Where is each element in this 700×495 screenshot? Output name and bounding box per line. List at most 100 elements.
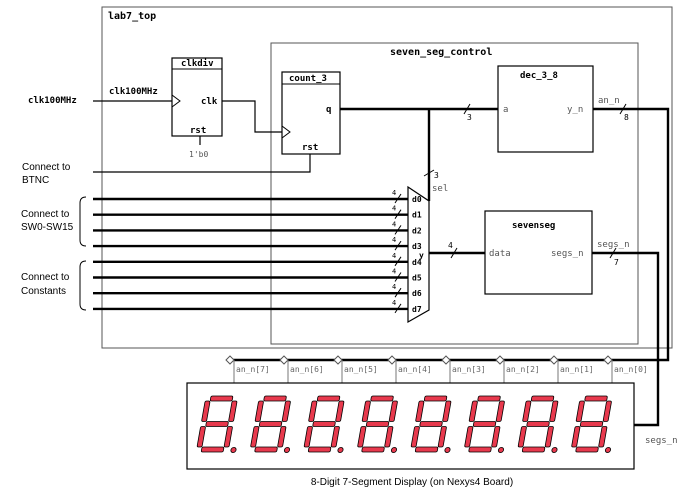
display-digit — [250, 395, 291, 454]
segment — [530, 395, 555, 402]
segment — [308, 400, 318, 422]
segment — [415, 400, 425, 422]
anode-tap-diamond — [225, 355, 235, 365]
decimal-point — [497, 447, 505, 454]
clk-wire — [222, 100, 282, 133]
segment — [277, 426, 287, 448]
segment — [205, 421, 229, 427]
clkdiv-clock-triangle — [171, 94, 181, 108]
segment — [196, 426, 206, 448]
anode-label: an_n[1] — [560, 365, 594, 374]
btnc-wire — [93, 154, 311, 173]
switch-bracket — [79, 196, 87, 247]
segment — [522, 400, 532, 422]
segment — [579, 421, 604, 427]
segment — [526, 421, 550, 427]
segment — [209, 395, 234, 402]
mux-input-slash-d5 — [394, 272, 402, 282]
anode-label: an_n[6] — [290, 365, 324, 374]
segment — [477, 395, 501, 402]
constants-bracket — [79, 260, 87, 311]
segment — [254, 446, 278, 453]
anode-tap-diamond — [549, 355, 559, 365]
display-digit — [410, 395, 452, 454]
segs-n-width: 7 — [614, 258, 619, 267]
mux-input-slash-d2 — [394, 225, 402, 235]
segment — [365, 421, 390, 427]
constants-label-line1: Connect to — [21, 272, 70, 283]
anode-taps: an_n[7]an_n[6]an_n[5]an_n[4]an_n[3]an_n[… — [225, 355, 648, 383]
segment — [361, 446, 385, 453]
dec38-block — [497, 65, 594, 153]
count-bus-slash — [463, 103, 471, 115]
display-digit — [303, 395, 345, 454]
mux-input-label-d7: d7 — [412, 305, 422, 314]
anode-tap-diamond — [387, 355, 397, 365]
count3-rst-port: rst — [302, 143, 318, 153]
decimal-point — [390, 447, 398, 454]
mux-input-width-d2: 4 — [392, 220, 396, 228]
display-digit — [571, 395, 612, 454]
mux-input-slash-d4 — [394, 256, 402, 267]
sevenseg-block — [484, 210, 593, 295]
anode-label: an_n[0] — [614, 365, 648, 374]
clkdiv-block — [171, 57, 223, 137]
segment — [307, 446, 332, 453]
segs-n-label: segs_n — [597, 240, 630, 250]
seven-seg-control-label: seven_seg_control — [390, 47, 492, 58]
btnc-label-line1: Connect to — [22, 162, 71, 173]
anode-tap-diamond — [441, 355, 451, 365]
mux-input-width-d3: 4 — [392, 236, 396, 244]
display-digit — [464, 395, 505, 454]
clk100mhz-input-label: clk100MHz — [28, 96, 77, 106]
decimal-point — [283, 447, 291, 454]
segment — [201, 400, 211, 422]
anode-label: an_n[2] — [506, 365, 540, 374]
mux-input-label-d3: d3 — [412, 242, 422, 251]
mux-input-slash-d1 — [394, 209, 402, 219]
segment — [468, 446, 492, 453]
seven-seg-display — [186, 382, 635, 470]
segment — [335, 400, 345, 422]
segment — [521, 446, 546, 453]
constants-label-line2: Constants — [21, 286, 66, 297]
segment — [414, 446, 439, 453]
anode-label: an_n[5] — [344, 365, 378, 374]
anode-label: an_n[4] — [398, 365, 432, 374]
mux-out-width: 4 — [448, 241, 453, 250]
decimal-point — [230, 447, 237, 454]
segment — [549, 400, 559, 422]
dec38-title: dec_3_8 — [520, 71, 558, 81]
switch-label-line1: Connect to — [21, 209, 70, 220]
segment — [602, 400, 612, 422]
sevenseg-data-port: data — [489, 249, 511, 259]
mux-input-label-d1: d1 — [412, 211, 422, 220]
mux-out-slash — [450, 247, 458, 259]
sel-bus-width: 3 — [434, 171, 439, 180]
segment — [254, 400, 264, 422]
mux-input-slash-d0 — [394, 193, 402, 204]
an-n-slash — [619, 103, 627, 115]
segment — [584, 395, 608, 402]
segment — [544, 426, 554, 448]
display-digit — [357, 395, 398, 454]
clkdiv-title: clkdiv — [181, 58, 214, 69]
lab7-top-label: lab7_top — [108, 11, 156, 22]
display-digits — [196, 395, 612, 454]
anode-tap-diamond — [495, 355, 505, 365]
segment — [464, 426, 474, 448]
an-n-label: an_n — [598, 96, 620, 106]
segment — [357, 426, 367, 448]
segment — [361, 400, 371, 422]
mux-input-width-d1: 4 — [392, 205, 396, 213]
segs-n-ext-label: segs_n — [645, 436, 678, 446]
dec38-yn-port: y_n — [567, 105, 583, 115]
mux-input-label-d2: d2 — [412, 226, 422, 235]
segment — [598, 426, 608, 448]
clkdiv-in-port-label: clk100MHz — [109, 87, 158, 97]
segment — [575, 446, 599, 453]
segment — [388, 400, 398, 422]
segment — [281, 400, 291, 422]
segment — [316, 395, 341, 402]
clkdiv-rst-port: rst — [190, 126, 206, 136]
